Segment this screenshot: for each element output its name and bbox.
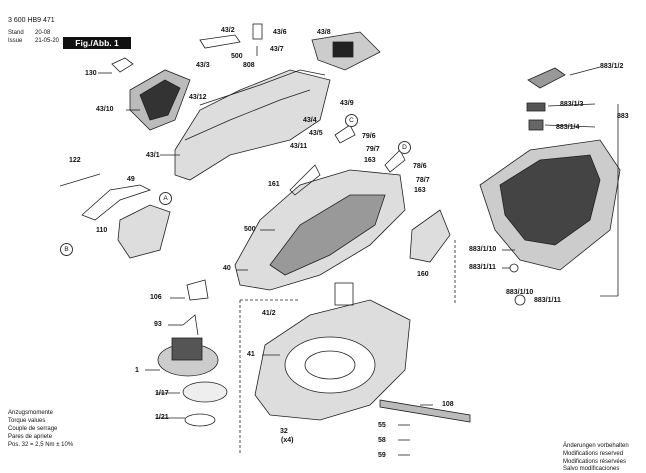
part-label: 883 (617, 113, 629, 120)
part-label: 43/7 (270, 46, 284, 53)
reference-circle-b: B (60, 243, 73, 256)
part-label: 43/12 (189, 94, 207, 101)
part-label: 883/1/4 (556, 124, 580, 131)
part-label: 106 (150, 294, 162, 301)
reference-circle-c: C (345, 114, 358, 127)
part-label: 43/8 (317, 29, 331, 36)
part-label: 43/5 (309, 130, 323, 137)
part-label: 78/6 (413, 163, 427, 170)
part-label: 110 (96, 227, 108, 234)
part-label: 59 (378, 452, 386, 459)
issue-label: Issue (8, 38, 23, 44)
modifications-fr: Modifications réservées (563, 459, 627, 465)
document-number: 3 600 HB9 471 (8, 17, 55, 24)
part-label: 808 (243, 62, 255, 69)
torque-value: Pos. 32 = 2,5 Nm ± 10% (8, 442, 74, 448)
part-label: 883/1/10 (506, 289, 534, 296)
part-label: 883/1/10 (469, 246, 497, 253)
reference-circle-a: A (159, 192, 172, 205)
torque-label-de: Anzugsmomente (8, 410, 54, 416)
part-label: 883/1/11 (534, 297, 561, 304)
figure-label: Fig./Abb. 1 (63, 37, 131, 49)
part-label: (x4) (281, 437, 294, 444)
modifications-es: Salvo modificaciones (563, 466, 620, 472)
part-label: 43/4 (303, 117, 317, 124)
part-label: 130 (85, 70, 97, 77)
part-label: 43/3 (196, 62, 210, 69)
part-label: 79/7 (366, 146, 380, 153)
part-label: 49 (127, 176, 135, 183)
part-label: 883/1/2 (600, 63, 624, 70)
part-label: 1 (135, 367, 139, 374)
part-label: 883/1/11 (469, 264, 496, 271)
torque-label-fr: Couple de serrage (8, 426, 58, 432)
stand-value: 20-08 (35, 30, 51, 36)
stand-label: Stand (8, 30, 24, 36)
part-label: 32 (280, 428, 288, 435)
part-label: 1/21 (155, 414, 169, 421)
part-label: 43/2 (221, 27, 235, 34)
part-label: 43/9 (340, 100, 354, 107)
reference-circle-d: D (398, 141, 411, 154)
part-label: 500 (231, 53, 243, 60)
modifications-en: Modifications reserved (563, 451, 624, 457)
part-label: 78/7 (416, 177, 430, 184)
part-label: 108 (442, 401, 454, 408)
part-label: 93 (154, 321, 162, 328)
torque-label-en: Torque values (8, 418, 46, 424)
issue-value: 21-05-20 (35, 38, 60, 44)
part-label: 40 (223, 265, 231, 272)
part-label: 43/10 (96, 106, 114, 113)
part-label: 41 (247, 351, 255, 358)
part-label: 43/6 (273, 29, 287, 36)
torque-label-es: Pares de apriete (8, 434, 53, 440)
part-label: 55 (378, 422, 386, 429)
part-label: 1/17 (155, 390, 169, 397)
part-label: 163 (414, 187, 426, 194)
part-label: 883/1/3 (560, 101, 584, 108)
part-label: 43/11 (290, 143, 308, 150)
part-label: 122 (69, 157, 81, 164)
part-label: 58 (378, 437, 386, 444)
part-label: 160 (417, 271, 429, 278)
modifications-de: Änderungen vorbehalten (563, 443, 629, 449)
part-label: 79/6 (362, 133, 376, 140)
part-label: 41/2 (262, 310, 276, 317)
part-label: 161 (268, 181, 280, 188)
part-label: 163 (364, 157, 376, 164)
part-label: 43/1 (146, 152, 160, 159)
part-label: 500 (244, 226, 256, 233)
